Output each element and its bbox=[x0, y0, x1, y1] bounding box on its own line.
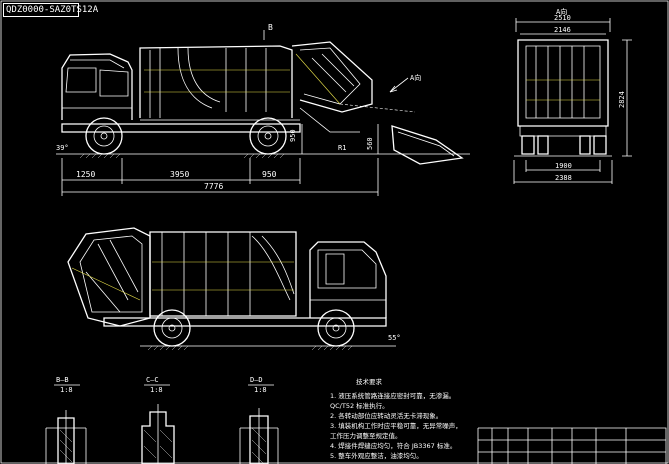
tech-req-line-5: 工作压力调整至规定值。 bbox=[330, 431, 402, 440]
dim-wheelbase: 3950 bbox=[170, 170, 189, 179]
dim-lower-angle: 55° bbox=[388, 334, 401, 342]
tech-req-line-4: 3. 填装机构工作时应平稳可靠，无异常噪声， bbox=[330, 421, 462, 430]
drawing-code-label: QDZ0000-SAZ0TS12A bbox=[3, 3, 98, 17]
detail-b-title: B—B bbox=[56, 376, 69, 384]
dim-rear-bottom1: 1900 bbox=[555, 162, 572, 170]
truck-rear-view: A向 2510 2146 2824 1900 2388 bbox=[513, 7, 632, 184]
dim-mid-height: 950 bbox=[289, 129, 297, 142]
dim-rear-axle: 950 bbox=[262, 170, 277, 179]
detail-c-scale: 1:8 bbox=[150, 386, 163, 394]
dim-front-overhang: 1250 bbox=[76, 170, 95, 179]
section-b-label: B bbox=[268, 23, 273, 32]
rear-view-title: A向 bbox=[556, 7, 567, 16]
dim-rear-top1: 2510 bbox=[554, 14, 571, 22]
dim-tail-height: 560 bbox=[366, 137, 374, 150]
dim-overall-length: 7776 bbox=[204, 182, 223, 191]
tech-req-line-7: 5. 整车外观应整洁，油漆均匀。 bbox=[330, 451, 423, 460]
title-block bbox=[477, 427, 667, 464]
truck-side-view-lower: 55° bbox=[67, 227, 401, 351]
detail-d-title: D—D bbox=[250, 376, 263, 384]
tech-requirements: 技术要求 1. 液压系统管路连接应密封可靠，无渗漏。 QC/T52 标准执行。 … bbox=[330, 377, 462, 460]
dim-rear-top2: 2146 bbox=[554, 26, 571, 34]
dim-rear-bottom2: 2388 bbox=[555, 174, 572, 182]
tech-requirements-title: 技术要求 bbox=[356, 377, 383, 386]
detail-c-title: C—C bbox=[146, 376, 159, 384]
detail-c-c: C—C 1:8 bbox=[141, 376, 175, 464]
detail-d-scale: 1:8 bbox=[254, 386, 267, 394]
tech-req-line-1: 1. 液压系统管路连接应密封可靠，无渗漏。 bbox=[330, 391, 455, 400]
dim-left-angle: 39° bbox=[56, 144, 69, 152]
tech-req-line-6: 4. 焊接件焊缝应均匀，符合 JB3367 标准。 bbox=[330, 441, 456, 450]
a-view-arrow-label: A向 bbox=[410, 73, 421, 82]
detail-d-d: D—D 1:8 bbox=[239, 376, 279, 464]
detail-b-scale: 1:8 bbox=[60, 386, 73, 394]
dim-rear-height: 2824 bbox=[618, 91, 626, 108]
dim-r-mark: R1 bbox=[338, 144, 346, 152]
tech-req-line-3: 2. 各转动部位应转动灵活无卡滞现象。 bbox=[330, 411, 442, 420]
truck-side-view-upper: B A向 39° 950 560 R1 1250 3950 950 7776 bbox=[56, 23, 470, 196]
tech-req-line-2: QC/T52 标准执行。 bbox=[330, 401, 389, 410]
detail-b-b: B—B 1:8 bbox=[45, 376, 87, 464]
